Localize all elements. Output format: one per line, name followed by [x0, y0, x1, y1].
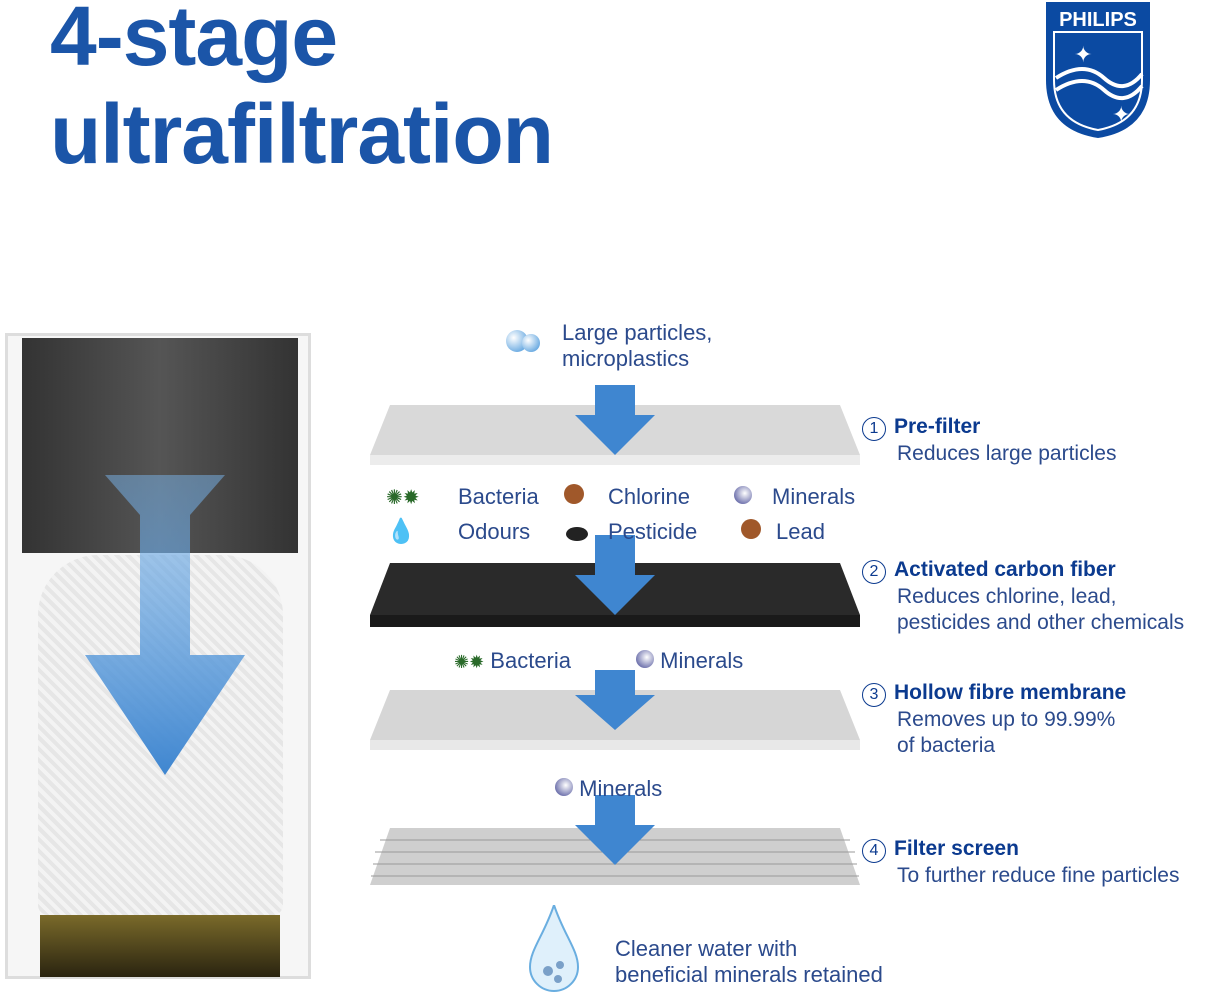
particles-icon: [506, 330, 540, 357]
philips-logo: PHILIPS ✦ ✦: [1046, 2, 1150, 138]
filter-layers: [370, 385, 860, 885]
output-line-1: Cleaner water with: [615, 936, 798, 961]
minerals-icon: [734, 484, 752, 510]
filter-cartridge-illustration: [0, 325, 311, 985]
svg-text:PHILIPS: PHILIPS: [1059, 9, 1137, 31]
minerals-icon: [555, 778, 573, 796]
flow-arrows: [575, 385, 655, 865]
contaminant-bacteria: Bacteria: [458, 484, 539, 509]
title-line-1: 4-stage: [50, 0, 338, 83]
remaining-minerals: Minerals: [660, 648, 744, 673]
bacteria-icon: ✺✹: [454, 652, 485, 672]
contaminant-minerals: Minerals: [772, 484, 856, 509]
contaminant-odours: Odours: [458, 519, 531, 544]
svg-text:✦: ✦: [1074, 42, 1092, 67]
chlorine-icon: [554, 484, 584, 510]
pesticide-icon: [566, 521, 588, 547]
contaminant-chlorine: Chlorine: [608, 484, 690, 509]
input-label-1: Large particles,: [562, 320, 713, 345]
contaminant-lead: Lead: [776, 519, 825, 544]
contaminant-pesticide: Pesticide: [608, 519, 698, 544]
water-drop-icon: [528, 905, 580, 992]
final-minerals: Minerals: [579, 776, 663, 801]
svg-text:✦: ✦: [1112, 102, 1130, 127]
bacteria-icon: ✺✹: [386, 487, 420, 509]
minerals-icon: [636, 650, 654, 668]
input-label-2: microplastics: [562, 346, 690, 371]
flow-arrow-icon: [85, 475, 245, 775]
lead-icon: [731, 519, 761, 545]
title-line-2: ultrafiltration: [50, 87, 554, 181]
water-drops-icon: 💧: [386, 518, 416, 545]
remaining-bacteria: Bacteria: [490, 648, 572, 673]
output-line-2: beneficial minerals retained: [615, 962, 883, 987]
